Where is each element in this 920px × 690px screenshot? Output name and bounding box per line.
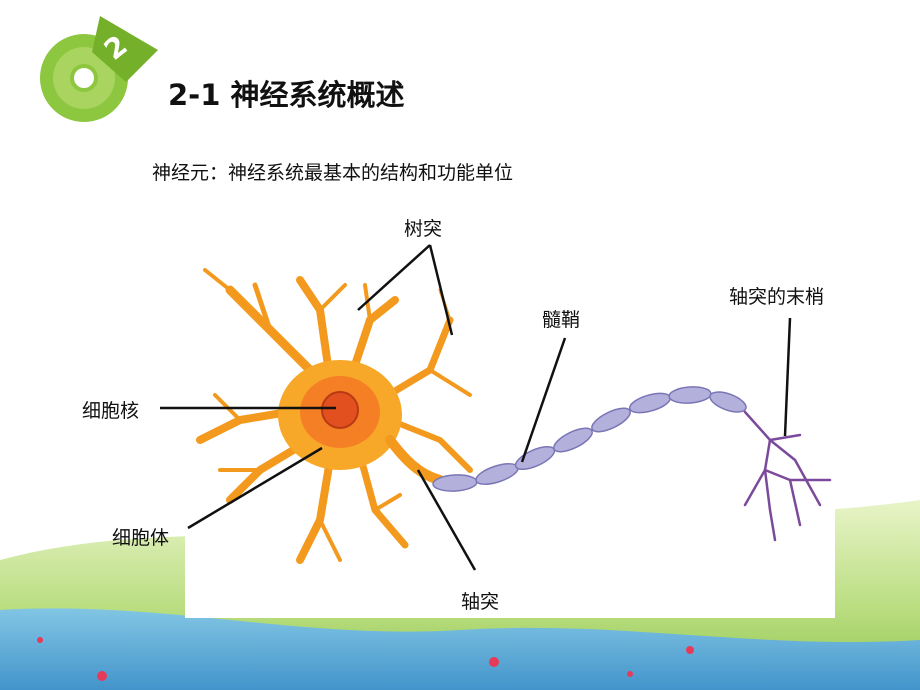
label-nucleus: 细胞核 — [82, 400, 140, 422]
leader-dendrite-right — [428, 244, 454, 336]
label-axon: 轴突 — [461, 591, 500, 613]
slide-title: 2-1 神经系统概述 — [168, 78, 405, 112]
flower-dots — [37, 637, 694, 681]
leader-axon-terminal — [783, 317, 792, 437]
myelin-sheath — [432, 386, 747, 492]
axon-terminals — [743, 410, 832, 542]
leader-lines — [160, 244, 792, 571]
slide-subtitle: 神经元：神经系统最基本的结构和功能单位 — [152, 162, 514, 184]
label-cell-body: 细胞体 — [112, 527, 170, 549]
badge-tab — [92, 16, 158, 82]
leader-myelin — [520, 337, 567, 463]
leader-cell-body — [187, 446, 323, 530]
water-band — [0, 608, 920, 690]
axon-hillock — [385, 435, 445, 485]
label-dendrite: 树突 — [404, 218, 443, 240]
leader-axon — [416, 469, 477, 571]
leader-dendrite-left — [357, 244, 431, 311]
nucleus — [321, 391, 359, 429]
label-myelin: 髓鞘 — [542, 309, 581, 331]
label-axon-terminal: 轴突的末梢 — [729, 286, 825, 308]
figure-panel — [185, 274, 835, 618]
